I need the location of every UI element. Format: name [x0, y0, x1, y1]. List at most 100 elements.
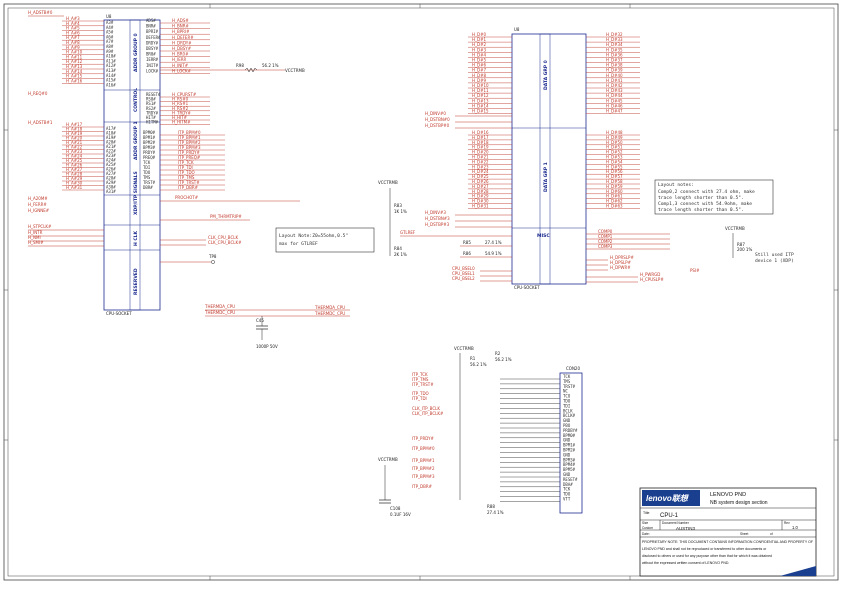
left-net-label: H_A#14 [66, 69, 83, 74]
ctrl-net-label: H_BNR# [172, 24, 190, 29]
right-misc-nets: H_DINV#0 H_DSTBN#0 H_DSTBP#0 H_DINV#3 H_… [378, 111, 794, 283]
left-pin-label: A31# [106, 189, 116, 194]
left-pin-label: A17# [106, 126, 116, 131]
left-pin-label: A27# [106, 171, 116, 176]
right-out-net-label: H_D#52 [606, 150, 623, 155]
xdp-note-line2: Comp0,2 connect with 27.4 ohm, make [658, 189, 755, 195]
xdp-conn-pin-label: TCO [563, 394, 571, 399]
xdp-cap-ref: C108 [390, 506, 401, 511]
xdp-pin-label: BPM2# [143, 140, 156, 145]
xdp-conn-pin-label: DBA# [563, 482, 573, 487]
xdp-conn-net-label: CLK_ITP_BCLK# [412, 411, 444, 416]
xdp-net-label: ITP_PRDY# [178, 150, 201, 155]
left-address-group-1: H_A#17H_A#18H_A#19H_A#20H_A#21H_A#22H_A#… [62, 122, 116, 194]
left-pin-label: A22# [106, 149, 116, 154]
net-clk-bclk: CLK_CPU_BCLK [208, 235, 238, 240]
section-name: NB system design section [710, 500, 768, 506]
left-net-label: H_A#30 [66, 181, 83, 186]
r84-val: 2K 1% [394, 252, 407, 257]
c45-ref: C45 [256, 318, 264, 323]
xdp-net-label: ITP_PREQ# [178, 155, 201, 160]
net-dprslp: H_DPRSLP# [610, 255, 634, 260]
right-net-label: H_D#21 [472, 155, 489, 160]
right-net-label: H_D#29 [472, 194, 489, 199]
right-out-net-label: H_D#35 [606, 47, 623, 52]
net-dinv0: H_DINV#0 [425, 111, 446, 116]
net-h-intr: H_INTR [28, 230, 43, 235]
group-addr1: ADDR GROUP 1 [133, 121, 139, 160]
xdp-conn-pin-label: RESET# [563, 477, 578, 482]
r85-val: 27.4 1% [485, 240, 502, 245]
vcc-label-psi: VCCTRMB [725, 226, 745, 231]
xdp-conn-pin-label: BPM3# [563, 457, 576, 462]
left-net-label: H_A#19 [66, 131, 83, 136]
xdp-conn-pin-label: VTT [563, 497, 571, 502]
left-net-label: H_A#10 [66, 50, 83, 55]
xdp-conn-net-label: ITP_TRST# [412, 382, 434, 387]
left-pin-label: A10# [106, 54, 116, 59]
left-pin-label: A6# [106, 34, 114, 39]
ctrl-pin-label: HITM# [146, 120, 159, 125]
right-net-label: H_D#17 [472, 135, 489, 140]
xdp-conn-pin-label: PBO [563, 423, 571, 428]
net-h-ignne: H_IGNNE# [28, 208, 50, 213]
xdp-net-label: ITP_TMS [178, 175, 195, 180]
right-net-label: H_D#10 [472, 83, 489, 88]
left-pin-label: A5# [106, 30, 114, 35]
left-pin-label: A26# [106, 167, 116, 172]
left-pin-label: A4# [106, 25, 114, 30]
r83-ref: R83 [394, 203, 402, 208]
left-net-label: H_A#7 [66, 35, 80, 40]
xdp-pin-label: PREQ# [143, 155, 156, 160]
right-net-label: H_D#11 [472, 88, 489, 93]
size-label: Size [642, 521, 648, 525]
ctrl-net-label: H_INIT# [172, 63, 189, 68]
net-thermda: THERMDA_CPU [204, 304, 235, 309]
left-control-nets: ADS#H_ADS#BNR#H_BNR#BPRI#H_BPRI#DEFER#H_… [146, 18, 210, 125]
net-bsel1: CPU_BSEL1 [452, 271, 475, 276]
xdp-conn-pin-label: GND [563, 438, 571, 443]
ctrl-net-label: H_BPRI# [172, 29, 190, 34]
net-pwrgood: H_PWRGD [640, 272, 660, 277]
left-net-label: H_A#26 [66, 163, 83, 168]
left-net-label: H_A#27 [66, 167, 83, 172]
ctrl-net-label: H_RS#0 [172, 97, 189, 102]
ctrl-pin-label: RS1# [146, 101, 156, 106]
ctrl-pin-label: RESET# [146, 92, 161, 97]
corner-mark [780, 566, 816, 576]
tp8-ref: TP8 [208, 254, 217, 259]
right-out-net-label: H_D#60 [606, 189, 623, 194]
ctrl-pin-label: ADS# [146, 18, 156, 23]
part-ref-left: U8 [106, 14, 112, 19]
xdp-conn-pin-label: BPM1# [563, 443, 576, 448]
right-net-label: H_D#19 [472, 145, 489, 150]
xdp-conn-pin-label: BCLK# [563, 413, 576, 418]
rev-value: 1.0 [792, 525, 798, 530]
right-net-label: H_D#23 [472, 164, 489, 169]
disclaimer-line1: PROPRIETARY NOTE: THIS DOCUMENT CONTAINS… [642, 540, 813, 544]
left-xdp-nets: BPM0#ITP_BPM#0BPM1#ITP_BPM#1BPM2#ITP_BPM… [143, 130, 225, 191]
xdp-note-line1: Layout notes: [658, 182, 694, 188]
right-out-net-label: H_D#63 [606, 204, 623, 209]
right-out-net-label: H_D#53 [606, 155, 623, 160]
right-net-label: H_D#12 [472, 93, 489, 98]
ctrl-net-label: H_HIT# [172, 115, 188, 120]
xdp-net-label: ITP_BPM#1 [178, 135, 201, 140]
xdp-conn-net-label: ITP_PRDY# [412, 436, 435, 441]
left-net-label: H_A#18 [66, 127, 83, 132]
r86-val: 54.9 1% [485, 251, 502, 256]
right-net-label: H_D#9 [472, 78, 486, 83]
net-bsel0: CPU_BSEL0 [452, 266, 475, 271]
xdp-r1-ref: R1 [470, 356, 476, 361]
right-net-label: H_D#8 [472, 73, 486, 78]
left-misc-nets: H_ADSTB#0 H_REQ#0 H_ADSTB#1 H_A20M# H_FE… [28, 10, 350, 349]
right-out-net-label: H_D#50 [606, 140, 623, 145]
ctrl-net-label: H_RS#2 [172, 106, 189, 111]
net-dstbp3: H_DSTBP#3 [425, 222, 450, 227]
left-net-label: H_A#5 [66, 26, 80, 31]
left-pin-label: A16# [106, 82, 116, 87]
left-pin-label: A30# [106, 185, 116, 190]
left-net-label: H_A#23 [66, 149, 83, 154]
right-net-label: H_D#7 [472, 68, 486, 73]
